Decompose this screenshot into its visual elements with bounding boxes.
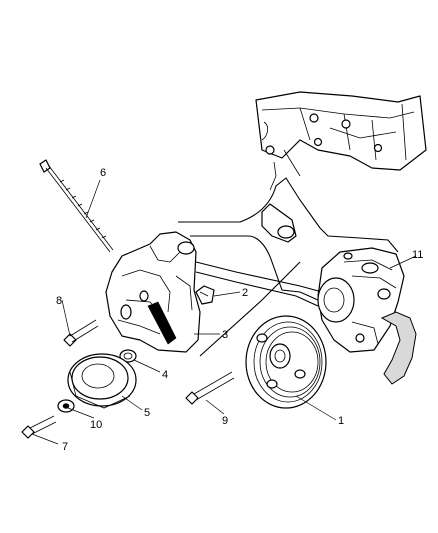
callout-11: 11 — [412, 249, 423, 261]
part-1-pump-pulley — [245, 315, 327, 409]
engine-bracket-background — [255, 91, 427, 171]
part-10-washer — [57, 399, 75, 413]
part-2-fitting — [195, 285, 215, 305]
callout-8: 8 — [56, 295, 62, 307]
callout-9: 9 — [222, 415, 228, 427]
callout-labels: 1 2 3 4 5 6 7 8 9 10 11 — [56, 167, 423, 453]
part-6-long-bolt — [39, 159, 114, 253]
callout-4: 4 — [162, 369, 168, 381]
drive-belt-routing — [178, 149, 399, 357]
pump-mounting-bracket — [105, 231, 201, 353]
callout-3: 3 — [222, 329, 228, 341]
leader-lines — [31, 179, 417, 445]
part-4-spacer — [119, 349, 137, 363]
part-5-idler-pulley — [67, 353, 137, 409]
hose-fitting — [261, 203, 297, 243]
callout-10: 10 — [90, 419, 102, 431]
part-7-bolt — [21, 415, 57, 439]
callout-2: 2 — [242, 287, 248, 299]
callout-1: 1 — [338, 415, 344, 427]
part-9-bolt — [185, 371, 235, 405]
callout-5: 5 — [144, 407, 150, 419]
callout-6: 6 — [100, 167, 106, 179]
callout-7: 7 — [62, 441, 68, 453]
part-11-pump-body — [317, 247, 417, 385]
part-8-bolt — [63, 319, 99, 347]
